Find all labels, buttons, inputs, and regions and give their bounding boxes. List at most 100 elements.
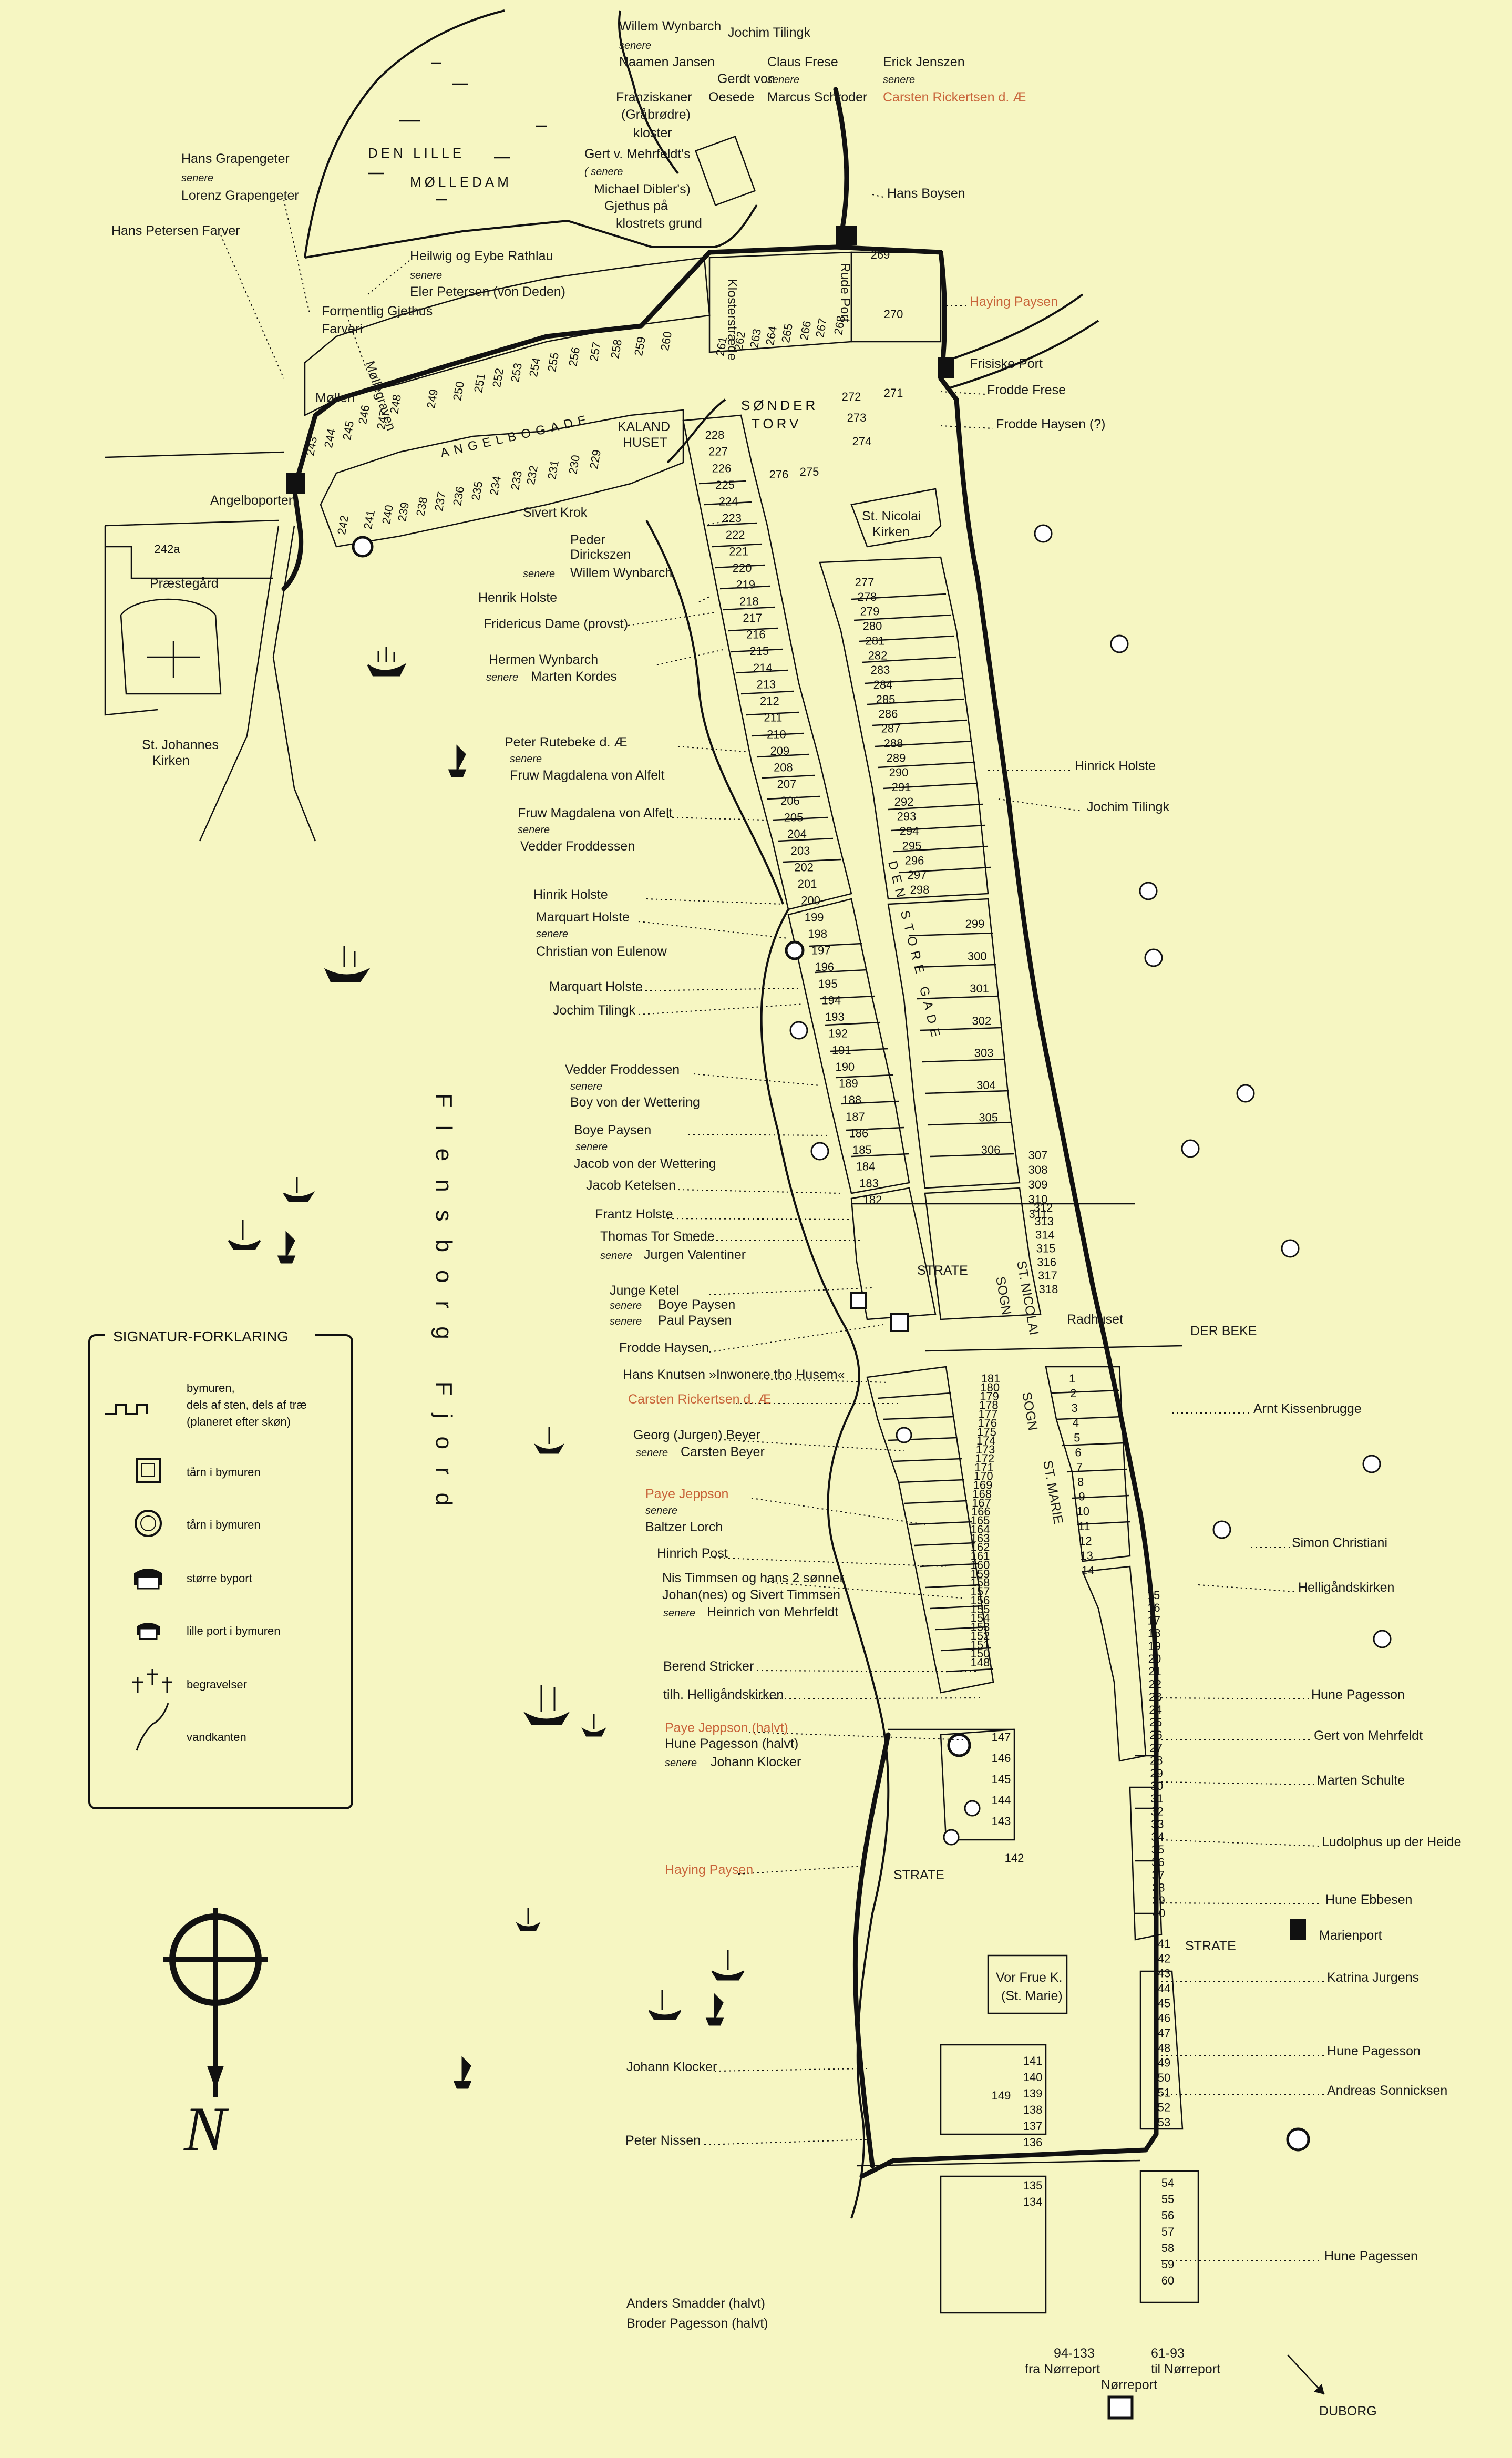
lot-number: 280 <box>863 620 882 633</box>
lot-number: 308 <box>1028 1163 1048 1176</box>
svg-text:Peter Nissen: Peter Nissen <box>625 2133 701 2148</box>
lot-number: 167 <box>972 1496 991 1509</box>
svg-text:Johan(nes) og Sivert Timmsen: Johan(nes) og Sivert Timmsen <box>662 1588 840 1602</box>
kaland-label: KALAND <box>618 419 670 434</box>
fra-norreport-label: fra Nørreport <box>1025 2362 1100 2377</box>
lot-number: 207 <box>777 777 797 791</box>
svg-text:Georg (Jurgen) Beyer: Georg (Jurgen) Beyer <box>633 1428 760 1442</box>
svg-text:Jochim Tilingk: Jochim Tilingk <box>728 25 810 40</box>
owners-top: Willem Wynbarch senere Naamen Jansen Joc… <box>111 19 1105 432</box>
lot-number: 288 <box>884 736 903 750</box>
lot-number: 181 <box>981 1372 1001 1385</box>
lot-number: 24 <box>1149 1703 1161 1716</box>
lot-number: 9 <box>1078 1490 1085 1503</box>
legend: SIGNATUR-FORKLARING bymuren, dels af ste… <box>88 1326 353 1809</box>
svg-text:Hune Pagesson (halvt): Hune Pagesson (halvt) <box>665 1736 798 1751</box>
lot-number: 178 <box>979 1399 999 1412</box>
lot-number: 219 <box>736 578 755 591</box>
svg-text:tårn i bymuren: tårn i bymuren <box>187 1466 261 1479</box>
lot-number: 206 <box>780 794 800 807</box>
lot-number: 60 <box>1161 2274 1174 2287</box>
svg-text:236: 236 <box>450 485 467 507</box>
lot-number: 156 <box>971 1594 990 1607</box>
lot-number: 208 <box>774 761 793 774</box>
svg-text:Jacob von der Wettering: Jacob von der Wettering <box>574 1156 716 1171</box>
rude-port-label: Rude Port <box>838 263 852 322</box>
svg-text:Boy von der Wettering: Boy von der Wettering <box>570 1095 700 1110</box>
marie-sogn-label-2: SOGN <box>1019 1391 1040 1431</box>
lot-number: 140 <box>1023 2071 1043 2084</box>
lot-number: 8 <box>1077 1476 1084 1489</box>
svg-text:senere: senere <box>523 568 555 580</box>
svg-text:Thomas Tor Smede: Thomas Tor Smede <box>600 1229 715 1244</box>
lot-number: 38 <box>1152 1881 1165 1894</box>
plot-dividers <box>698 480 1161 1914</box>
lot-number: 221 <box>729 545 748 558</box>
svg-text:Gjethus på: Gjethus på <box>604 199 668 213</box>
svg-text:Baltzer Lorch: Baltzer Lorch <box>645 1520 723 1534</box>
lot-number: 47 <box>1158 2026 1170 2040</box>
lot-number: 136 <box>1023 2136 1043 2149</box>
lot-number: 148 <box>971 1656 990 1669</box>
lot-number: 138 <box>1023 2103 1043 2116</box>
svg-text:Hans Boysen: Hans Boysen <box>887 186 965 201</box>
lot-number: 215 <box>749 644 769 658</box>
lot-number: 30 <box>1150 1779 1163 1793</box>
city-wall <box>281 87 1159 2179</box>
lot-number: 43 <box>1158 1967 1170 1980</box>
burial-cross-icon <box>132 1669 172 1693</box>
lot-number: 225 <box>715 478 735 491</box>
lot-number: 210 <box>767 728 786 741</box>
lot-242a: 242a <box>155 542 181 556</box>
lot-number: 166 <box>971 1505 991 1518</box>
top-row-plots <box>304 251 942 417</box>
lot-numbers-west: 2282272262252242232222212202192182172162… <box>705 428 1043 2208</box>
tree-icon <box>810 1142 829 1161</box>
svg-text:Katrina Jurgens: Katrina Jurgens <box>1327 1970 1419 1985</box>
tree-icon <box>1212 1520 1231 1539</box>
duborg-label: DUBORG <box>1319 2404 1377 2419</box>
svg-text:Haying Paysen: Haying Paysen <box>665 1862 753 1877</box>
svg-text:Fridericus Dame (provst): Fridericus Dame (provst) <box>484 617 628 631</box>
lot-number: 12 <box>1079 1534 1092 1548</box>
lot-number: 134 <box>1023 2195 1043 2208</box>
svg-text:(St. Marie): (St. Marie) <box>1001 1989 1063 2003</box>
svg-text:Hans Knutsen »Inwonere tho Hus: Hans Knutsen »Inwonere tho Husem« <box>623 1367 845 1382</box>
svg-text:252: 252 <box>490 367 506 388</box>
ship-icon <box>448 744 467 777</box>
lot-number: 147 <box>992 1730 1011 1744</box>
lot-number: 223 <box>722 511 742 525</box>
svg-text:235: 235 <box>469 480 485 501</box>
lot-number: 58 <box>1161 2241 1174 2255</box>
svg-text:238: 238 <box>414 496 430 517</box>
lot-number: 184 <box>856 1160 876 1173</box>
lot-number: 194 <box>821 994 841 1007</box>
church-vor-frue: Vor Frue K. (St. Marie) <box>987 1954 1068 2014</box>
lot-number: 145 <box>992 1773 1011 1786</box>
svg-text:senere: senere <box>665 1757 697 1769</box>
svg-text:Kirken: Kirken <box>152 753 190 768</box>
svg-text:Sivert Krok: Sivert Krok <box>523 505 588 520</box>
lot-number: 21 <box>1148 1665 1161 1678</box>
large-gate-icon <box>836 226 857 245</box>
mollen-label: Møllen <box>315 391 355 405</box>
lot-number: 286 <box>879 708 898 721</box>
lot-number: 180 <box>980 1381 1000 1394</box>
svg-text:251: 251 <box>471 372 488 394</box>
round-tower-icon <box>785 940 805 960</box>
lot-number: 318 <box>1039 1283 1058 1296</box>
lot-number: 183 <box>859 1176 879 1190</box>
svg-text:Michael Dibler's): Michael Dibler's) <box>594 182 691 197</box>
svg-text:Kirken: Kirken <box>872 525 910 539</box>
svg-text:Dirickszen: Dirickszen <box>570 547 631 562</box>
svg-text:Gert v. Mehrfeldt's: Gert v. Mehrfeldt's <box>584 147 691 161</box>
lot-number: 214 <box>753 661 773 674</box>
lot-number: 169 <box>973 1479 993 1492</box>
marie-sogn-label: ST. MARIE <box>1040 1459 1066 1525</box>
radhuset-label: Radhuset <box>1067 1312 1123 1327</box>
svg-text:Hermen Wynbarch: Hermen Wynbarch <box>489 652 598 667</box>
svg-text:( senere: ( senere <box>584 166 623 178</box>
svg-text:Vor Frue K.: Vor Frue K. <box>996 1970 1062 1985</box>
lot-number: 160 <box>971 1558 990 1571</box>
svg-text:Henrik Holste: Henrik Holste <box>478 590 557 605</box>
